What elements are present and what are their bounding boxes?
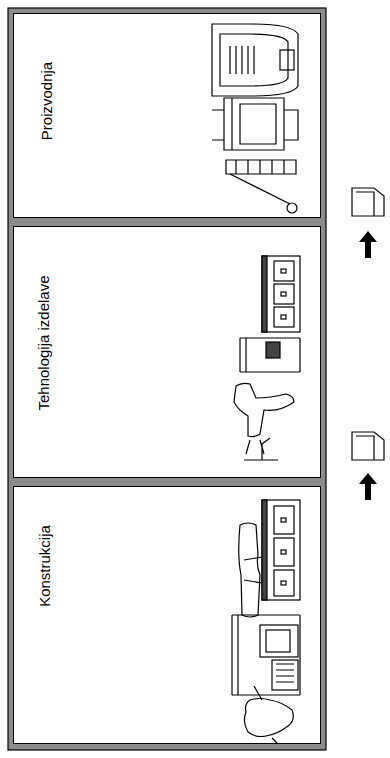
frame — [8, 8, 326, 750]
panel-ground — [13, 486, 321, 744]
document-folder — [352, 188, 384, 460]
stage-title: Proizvodnja — [38, 62, 56, 140]
stage-title: Tehnologija izdelave — [34, 275, 52, 410]
office-figures — [234, 256, 300, 460]
machine-figures — [212, 24, 298, 213]
office-figures — [232, 500, 300, 744]
stage-panel: Proizvodnja — [13, 13, 321, 218]
stage-title: Konstrukcija — [36, 525, 54, 607]
panel-ground — [13, 226, 321, 478]
stage-panel: Tehnologija izdelave — [13, 226, 321, 478]
panel-ground — [13, 13, 321, 218]
stage-panel: Konstrukcija — [13, 486, 321, 744]
